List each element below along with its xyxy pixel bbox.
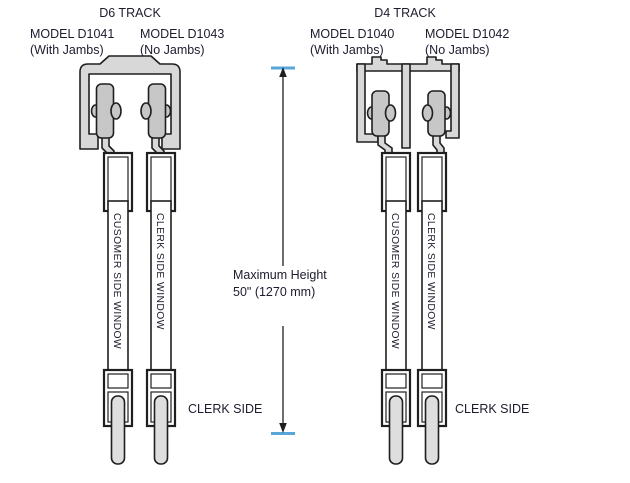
d4-customer-window-panel: CUSOMER SIDE WINDOW [380, 151, 412, 465]
d4-track-right-wall [445, 63, 460, 139]
d6-track-assembly: CUSOMER SIDE WINDOW CLERK SIDE WINDOW [79, 55, 181, 465]
model-note: (With Jambs) [30, 43, 104, 57]
bottom-guide-rod [153, 395, 169, 465]
bottom-guide-rod [424, 395, 440, 465]
d4-track-assembly: CUSOMER SIDE WINDOW CLERK SIDE WINDOW [356, 56, 460, 465]
clerk-side-window-label: CLERK SIDE WINDOW [425, 213, 436, 330]
roller-axle-bolt [384, 104, 397, 122]
dimension-arrowhead-up [279, 67, 287, 77]
customer-side-window-label: CUSOMER SIDE WINDOW [389, 213, 400, 349]
model-d1040-label: MODEL D1040 (With Jambs) [310, 26, 394, 58]
max-height-dimension [271, 66, 295, 435]
max-height-line2: 50" (1270 mm) [233, 285, 316, 299]
model-note: (No Jambs) [425, 43, 490, 57]
bottom-bracket-upper-box [385, 373, 407, 389]
bottom-bracket-upper-box [421, 373, 443, 389]
clerk-side-label-right: CLERK SIDE [455, 402, 530, 416]
bottom-bracket-upper-box [107, 373, 129, 389]
model-name: MODEL D1041 [30, 27, 115, 41]
roller-axle-bolt [140, 102, 152, 120]
d6-customer-window-panel: CUSOMER SIDE WINDOW [102, 151, 134, 465]
clerk-side-label-left: CLERK SIDE [188, 402, 263, 416]
roller-axle-bolt [110, 102, 122, 120]
model-d1042-label: MODEL D1042 (No Jambs) [425, 26, 509, 58]
bottom-bracket-upper-box [150, 373, 172, 389]
bottom-guide-rod [388, 395, 404, 465]
clerk-side-window-label: CLERK SIDE WINDOW [154, 213, 165, 330]
d6-clerk-window-panel: CLERK SIDE WINDOW [145, 151, 177, 465]
d6-track-title: D6 TRACK [99, 6, 161, 20]
max-height-line1: Maximum Height [233, 268, 327, 282]
model-name: MODEL D1042 [425, 27, 510, 41]
roller-axle-bolt [421, 104, 434, 122]
model-note: (No Jambs) [140, 43, 205, 57]
model-d1041-label: MODEL D1041 (With Jambs) [30, 26, 114, 58]
model-d1043-label: MODEL D1043 (No Jambs) [140, 26, 224, 58]
model-name: MODEL D1043 [140, 27, 225, 41]
model-name: MODEL D1040 [310, 27, 395, 41]
bottom-guide-rod [110, 395, 126, 465]
customer-side-window-label: CUSOMER SIDE WINDOW [111, 213, 122, 349]
d4-track-center-divider [401, 63, 411, 149]
d6-track-profile [79, 55, 181, 150]
max-height-label: Maximum Height 50" (1270 mm) [233, 267, 327, 301]
d4-track-title: D4 TRACK [374, 6, 436, 20]
model-note: (With Jambs) [310, 43, 384, 57]
d4-clerk-window-panel: CLERK SIDE WINDOW [416, 151, 448, 465]
